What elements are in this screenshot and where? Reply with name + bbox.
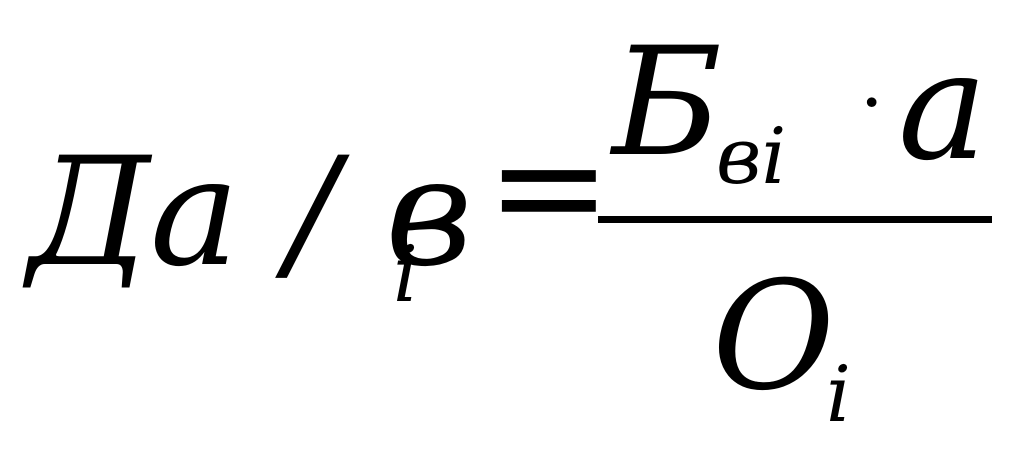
denominator-symbol: O [712, 250, 835, 424]
lhs-subscript: i [393, 230, 418, 320]
denominator-subscript: i [826, 350, 851, 440]
lhs-main-text: Да / в [28, 126, 473, 300]
numerator-symbol: Б [612, 16, 723, 190]
fraction-bar [598, 216, 992, 223]
numerator-subscript: вi [716, 112, 787, 202]
multiply-dot: · [860, 60, 884, 146]
equals-sign: = [486, 100, 612, 274]
numerator-factor: a [898, 20, 988, 194]
